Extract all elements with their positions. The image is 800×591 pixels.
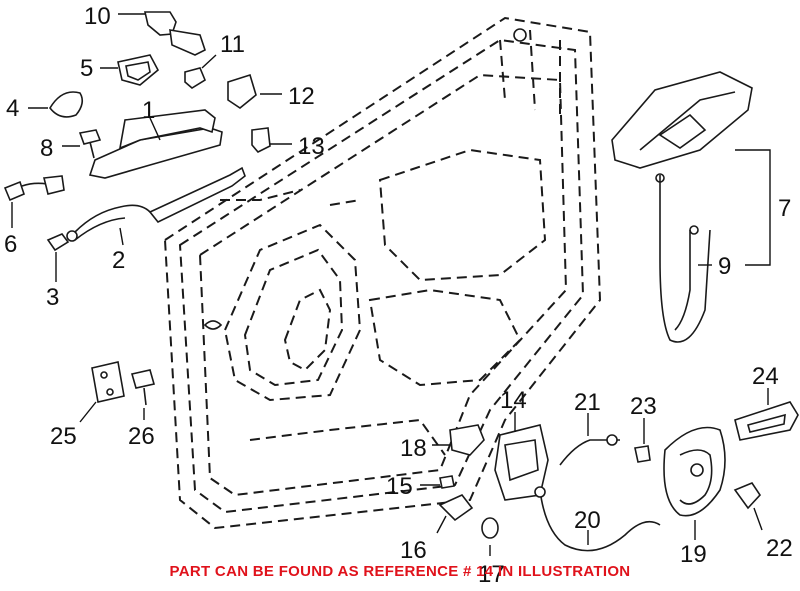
callout-26: 26: [128, 423, 155, 450]
wiring-part-6: [3, 175, 65, 228]
callout-22: 22: [766, 535, 793, 562]
callout-6: 6: [4, 231, 17, 258]
callout-15: 15: [386, 473, 413, 500]
reference-note: PART CAN BE FOUND AS REFERENCE # 14 IN I…: [169, 563, 631, 580]
connector-part-3: [46, 233, 70, 282]
handle-carrier-part: [66, 166, 246, 246]
switch-part-18: [432, 424, 485, 456]
callout-9: 9: [718, 253, 731, 280]
callout-1: 1: [142, 97, 155, 124]
clip-part-22: [733, 482, 763, 531]
callout-10: 10: [84, 3, 111, 30]
cable-part-9: [655, 173, 712, 343]
bracket-part-16: [436, 494, 474, 534]
callout-14: 14: [500, 387, 527, 414]
callout-16: 16: [400, 537, 427, 564]
callout-2: 2: [112, 247, 125, 274]
outside-handle-part: [88, 109, 223, 179]
callout-23: 23: [630, 393, 657, 420]
lock-cylinder-part-10: [118, 11, 206, 56]
washer-part-17: [481, 517, 499, 556]
callout-25: 25: [50, 423, 77, 450]
callout-18: 18: [400, 435, 427, 462]
callout-8: 8: [40, 135, 53, 162]
gasket-part-5: [100, 54, 160, 86]
bracket-part-13: [251, 127, 292, 153]
bolt-part-15: [420, 475, 455, 489]
latch-cover-part-19: [663, 426, 726, 540]
callout-24: 24: [752, 363, 779, 390]
callout-4: 4: [6, 95, 19, 122]
cap-part-4: [28, 91, 84, 118]
callout-13: 13: [298, 133, 325, 160]
callout-labels: 1 2 3 4 5 6 7 8 9 10 11 12 13 14 15 16 1…: [4, 3, 793, 588]
screw-part-8: [62, 129, 102, 159]
cable-part-20: [534, 486, 661, 552]
inside-handle-part-7: [611, 71, 771, 266]
clip-part-11: [184, 54, 217, 89]
grommet-part-23: [634, 418, 651, 463]
door-panel-outline: [163, 16, 602, 530]
callout-5: 5: [80, 55, 93, 82]
callout-21: 21: [574, 389, 601, 416]
trim-part-12: [227, 73, 282, 109]
callout-12: 12: [288, 83, 315, 110]
callout-17: 17: [478, 561, 505, 588]
cable-part-21: [559, 413, 620, 466]
callout-19: 19: [680, 541, 707, 568]
callout-11: 11: [220, 31, 245, 58]
callout-20: 20: [574, 507, 601, 534]
striker-plate-part-25: [79, 361, 125, 423]
striker-bolt-part-26: [130, 369, 156, 420]
pull-handle-part-24: [734, 388, 799, 441]
callout-3: 3: [46, 284, 59, 311]
callout-7: 7: [778, 195, 791, 222]
